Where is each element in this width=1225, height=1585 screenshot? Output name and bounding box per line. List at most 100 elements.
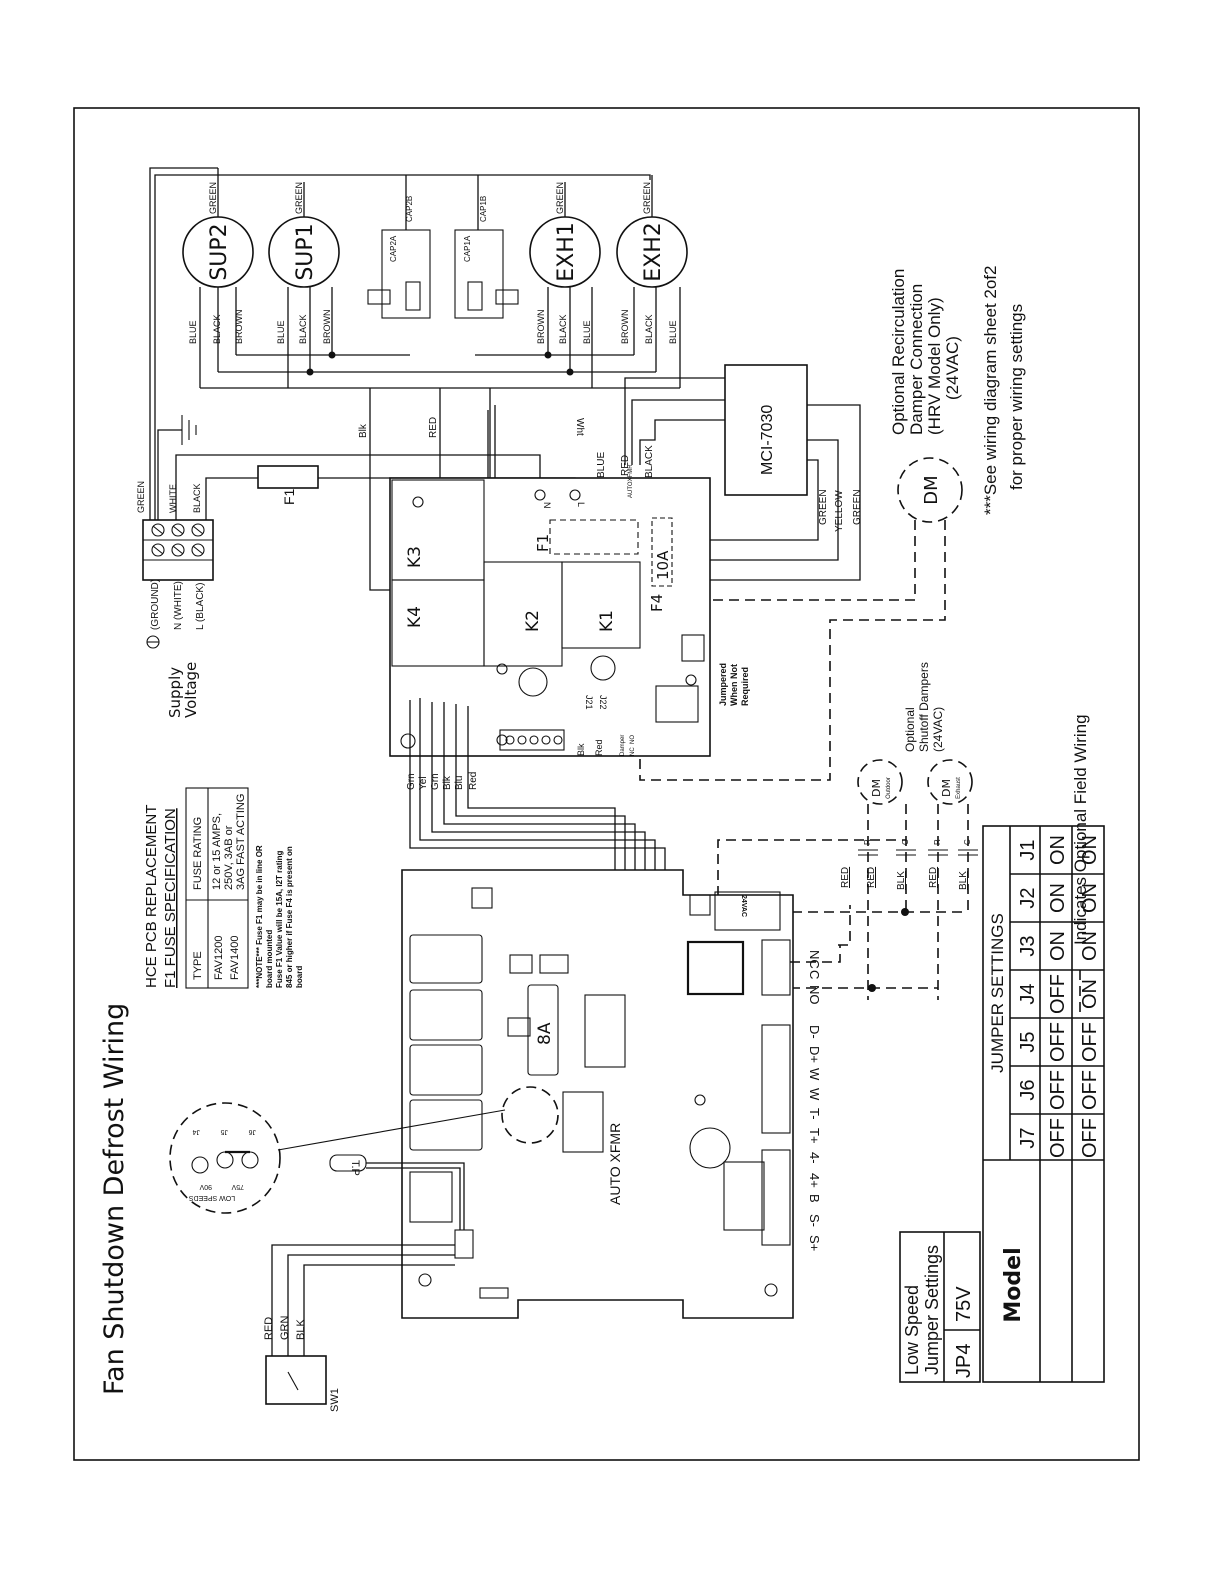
motor-exh2-label: EXH2 [641,222,666,282]
relay-k1: K1 [597,610,617,632]
low-speeds-pin-j5: J5 [221,1128,229,1135]
xfmr-sec-green-2: GREEN [852,489,863,525]
motor-exh2-ground: GREEN [642,182,652,214]
motor-sup2-lead-blue: BLUE [188,320,198,344]
dehum-term-3: B [807,1194,822,1203]
board-fuse-10a: 10A [654,550,672,580]
dm-outdoor-label: DM [870,779,883,797]
fuse-note-4: 845 or higher if Fuse F4 is present on [285,846,294,988]
bus-term-5: T- [807,1108,822,1120]
fuse-table-title-1: HCE PCB REPLACEMENT [143,805,160,988]
bus-term-6: T+ [807,1128,822,1144]
bus-term-4: W [807,1088,822,1101]
low-speed-jumper: JP4 [953,1344,975,1378]
shutoff-line-3: (24VAC) [931,707,945,752]
wire-label-blk: Blk [358,423,369,438]
cap1b-label: CAP1B [479,196,488,222]
jumper-cell: ON [1047,835,1069,865]
dm-outdoor-circle [857,759,903,805]
shutoff-r-2: R [933,839,942,845]
fuse-table-title-2: F1 FUSE SPECIFICATION [162,808,179,988]
jumper-cell: OFF [1047,1118,1069,1158]
motor-exh1-lead-blue: BLUE [582,320,592,344]
dehum-term-4: S- [807,1214,822,1227]
sw-wire-red: RED [263,1317,275,1340]
jumper-cell: ON [1079,979,1101,1009]
diagram-title: Fan Shutdown Defrost Wiring [99,1003,130,1395]
supply-voltage-label-1: Supply [166,667,184,718]
dehum-term-1: 4- [807,1152,822,1164]
harness-yel: Yel [418,776,429,790]
cap1a-label: CAP1A [463,235,472,262]
low-speeds-pin-j4: J4 [193,1128,201,1135]
relay-k3: K3 [405,546,425,568]
sw1-label: SW1 [329,1388,341,1412]
dashed-legend: Indicates Optional Field Wiring [1071,714,1090,1012]
motor-exh1-lead-brown: BROWN [536,310,546,345]
fuse-note-2: board mounted [265,930,274,988]
jumpered-note-3: Required [740,667,750,706]
fuse-rating-2: 250V, 3AB or [223,825,235,890]
dm-exhaust-sub: Exhaust [956,777,962,799]
lower-autoxfmr-label: AUTO XFMR [607,1123,623,1205]
jumper-col-header: J4 [1017,983,1039,1004]
motor-exh1-lead-black: BLACK [558,314,568,344]
dehum-term-5: S+ [807,1235,822,1251]
bus-term-2: D+ [807,1046,822,1063]
recirc-note-1: ***See wiring diagram sheet 2of2 [981,266,1000,515]
damper-pin-red: Red [594,739,604,756]
jumper-col-header: J1 [1017,839,1039,860]
jumper-table-title: JUMPER SETTINGS [988,913,1007,1073]
low-speed-title-1: Low Speed [902,1285,922,1375]
neutral-terminal-label: N (WHITE) [173,581,184,630]
dm-exhaust-label: DM [940,779,953,797]
dehum-term-2: 4+ [807,1173,822,1188]
jumper-cell: ON [1079,931,1101,961]
wire-label-wht: Wht [574,418,585,436]
fuse-spec-table: HCE PCB REPLACEMENT F1 FUSE SPECIFICATIO… [143,787,304,989]
jumper-block [681,634,705,662]
supply-terminal-block: Supply Voltage (GROUND) N (WHITE) L (BLA… [136,481,214,718]
xfmr-sec-green-1: GREEN [818,489,829,525]
low-speeds-pin-j6: J6 [249,1128,257,1135]
lower-fuse-label: 8A [535,1022,555,1045]
upper-control-board: K3 K4 K2 K1 F1 F4 10A AUTOXFMR N L J22 J… [389,464,750,757]
supply-wiring: F1 [149,167,651,520]
motor-exh1-label: EXH1 [554,222,579,282]
bus-term-1: D- [807,1025,822,1039]
recirc-dm-label: DM [921,475,942,504]
jumper-cell: OFF [1079,1022,1101,1062]
motor-exh1: EXH1 GREEN BROWN BLACK BLUE [529,182,601,345]
line-terminal-label: L (BLACK) [195,583,206,630]
sensor-and-switch: T.P RED GRN BLK SW1 [263,1154,465,1412]
fuse-rating-1: 12 or 15 AMPS, [211,813,223,890]
fuse-note-1: ***NOTE*** Fuse F1 may be in line OR [255,845,264,988]
dm-outdoor-sub: Outdoor [886,777,892,799]
lower-24vac-label: 24VAC [740,895,747,917]
jumper-cell: ON [1047,931,1069,961]
fuse-rating-3: 3AG FAST ACTING [235,794,247,890]
shutoff-red-2: RED [866,867,877,888]
fuse-col-rating: FUSE RATING [192,817,204,890]
damper-pin-no: NO [630,735,636,744]
fuse-note-5: board [295,966,304,988]
jumper-col-header: J5 [1017,1031,1039,1052]
relay-term-nc: NC [807,950,822,969]
transformer-mci7030: MCI-7030 BLUE RED BLACK GREEN YELLOW GRE… [596,364,863,581]
relay-k2: K2 [523,610,543,632]
supply-wire-black: BLACK [192,483,202,513]
motor-sup2-lead-black: BLACK [212,314,222,344]
lower-fuse [527,984,559,1076]
shutoff-red-3: RED [928,867,939,888]
shutoff-c-2: C [963,839,972,845]
switch-sw1 [265,1355,327,1405]
motor-sup1-label: SUP1 [293,223,318,280]
motor-lead-wiring [199,287,681,389]
jumpered-note-2: When Not [729,664,739,706]
fuse-type-2: FAV1400 [229,936,241,980]
jumper-cell: OFF [1079,1070,1101,1110]
sheet-border [73,107,1140,1461]
harness-grn-2: Grn [430,773,441,790]
relay-term-no: NO [807,985,822,1005]
low-speed-title-2: Jumper Settings [922,1245,942,1375]
